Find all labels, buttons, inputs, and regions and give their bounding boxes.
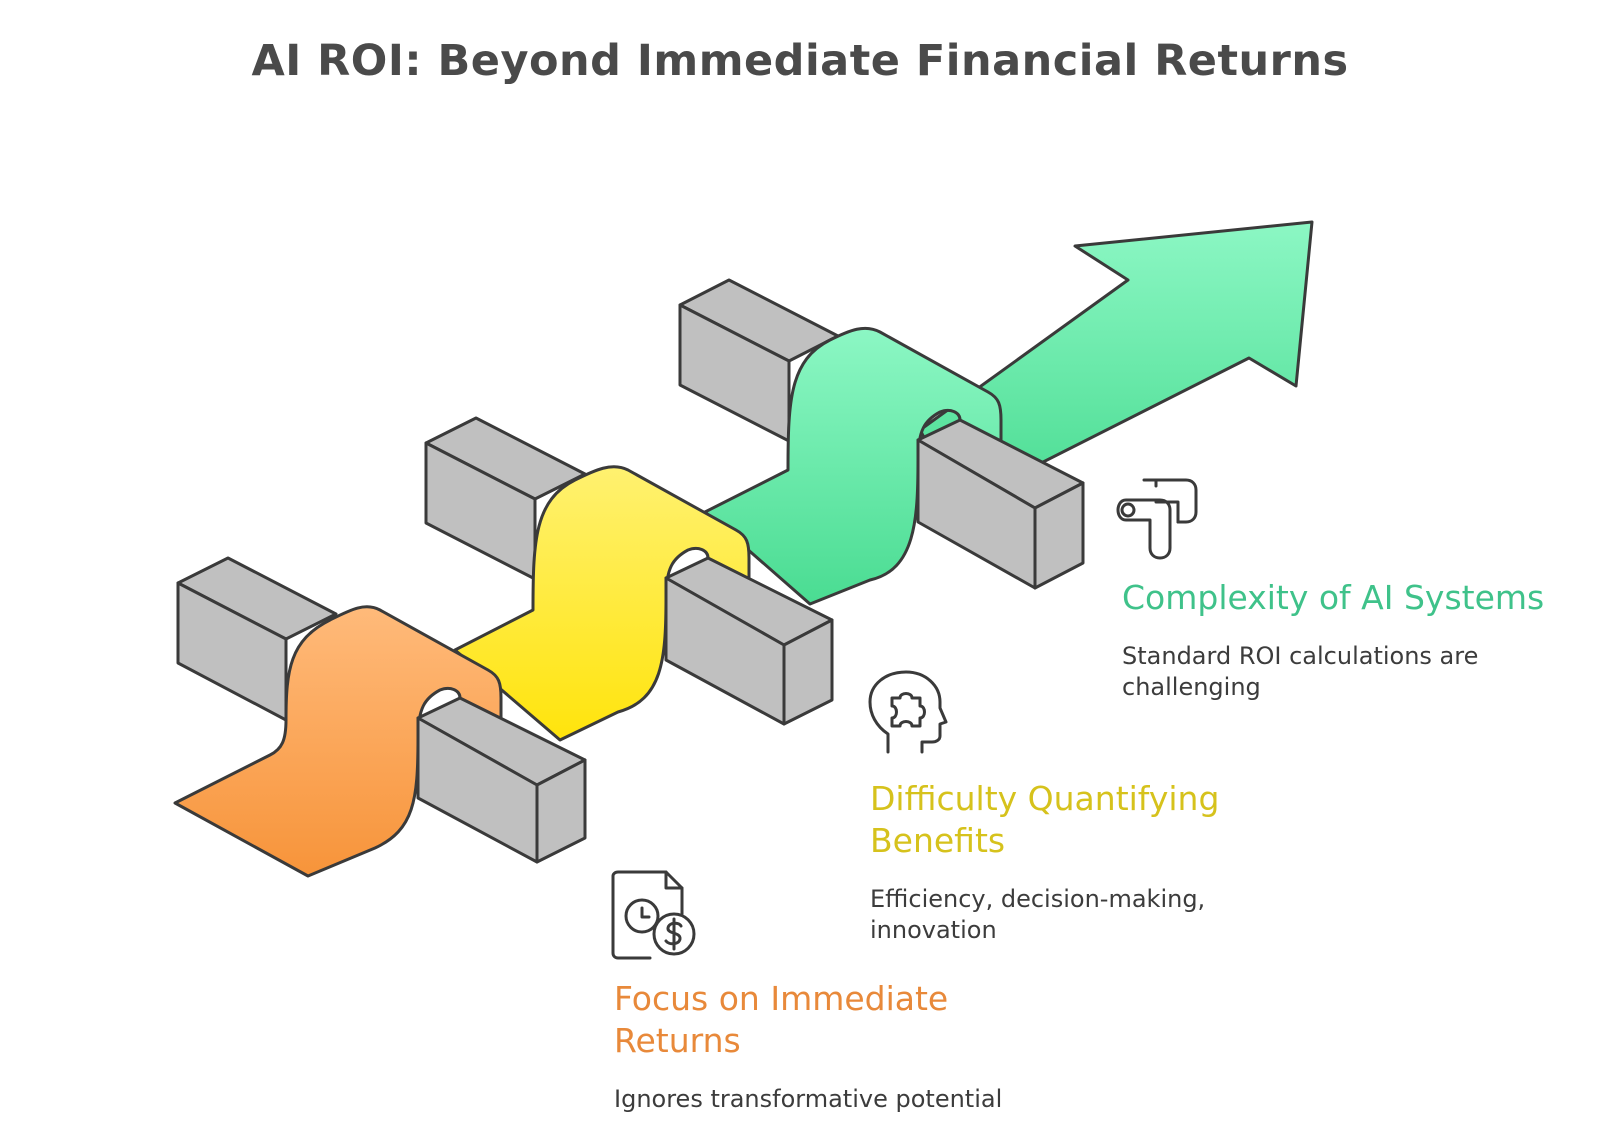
barrier-block-1-far xyxy=(176,556,338,722)
barrier-block-1-near xyxy=(416,696,587,864)
page-title: AI ROI: Beyond Immediate Financial Retur… xyxy=(251,36,1349,86)
barrier-block-3-near xyxy=(916,418,1085,590)
head-puzzle-icon xyxy=(868,670,948,754)
growth-arrow xyxy=(918,220,1314,506)
step-1-label: Focus on Immediate Returns Ignores trans… xyxy=(614,978,1014,1115)
block-3-near-end xyxy=(1033,481,1085,590)
step-3-label: Complexity of AI Systems Standard ROI ca… xyxy=(1122,577,1562,703)
block-2-near-end xyxy=(782,618,834,726)
block-1-near-end xyxy=(535,758,587,864)
step-2-description: Efficiency, decision-making, innovation xyxy=(870,885,1206,944)
step-3-heading: Complexity of AI Systems xyxy=(1122,578,1545,617)
barrier-block-2-near xyxy=(664,556,834,726)
step-2-label: Difficulty Quantifying Benefits Efficien… xyxy=(870,778,1290,946)
step-3-description: Standard ROI calculations are challengin… xyxy=(1122,642,1479,701)
step-2-heading: Difficulty Quantifying Benefits xyxy=(870,779,1220,860)
pipe-paths-icon xyxy=(1116,478,1198,560)
document-clock-dollar-icon xyxy=(611,870,696,960)
step-1-description: Ignores transformative potential xyxy=(614,1085,1003,1113)
step-1-heading: Focus on Immediate Returns xyxy=(614,979,949,1060)
arrow-head xyxy=(918,220,1314,506)
